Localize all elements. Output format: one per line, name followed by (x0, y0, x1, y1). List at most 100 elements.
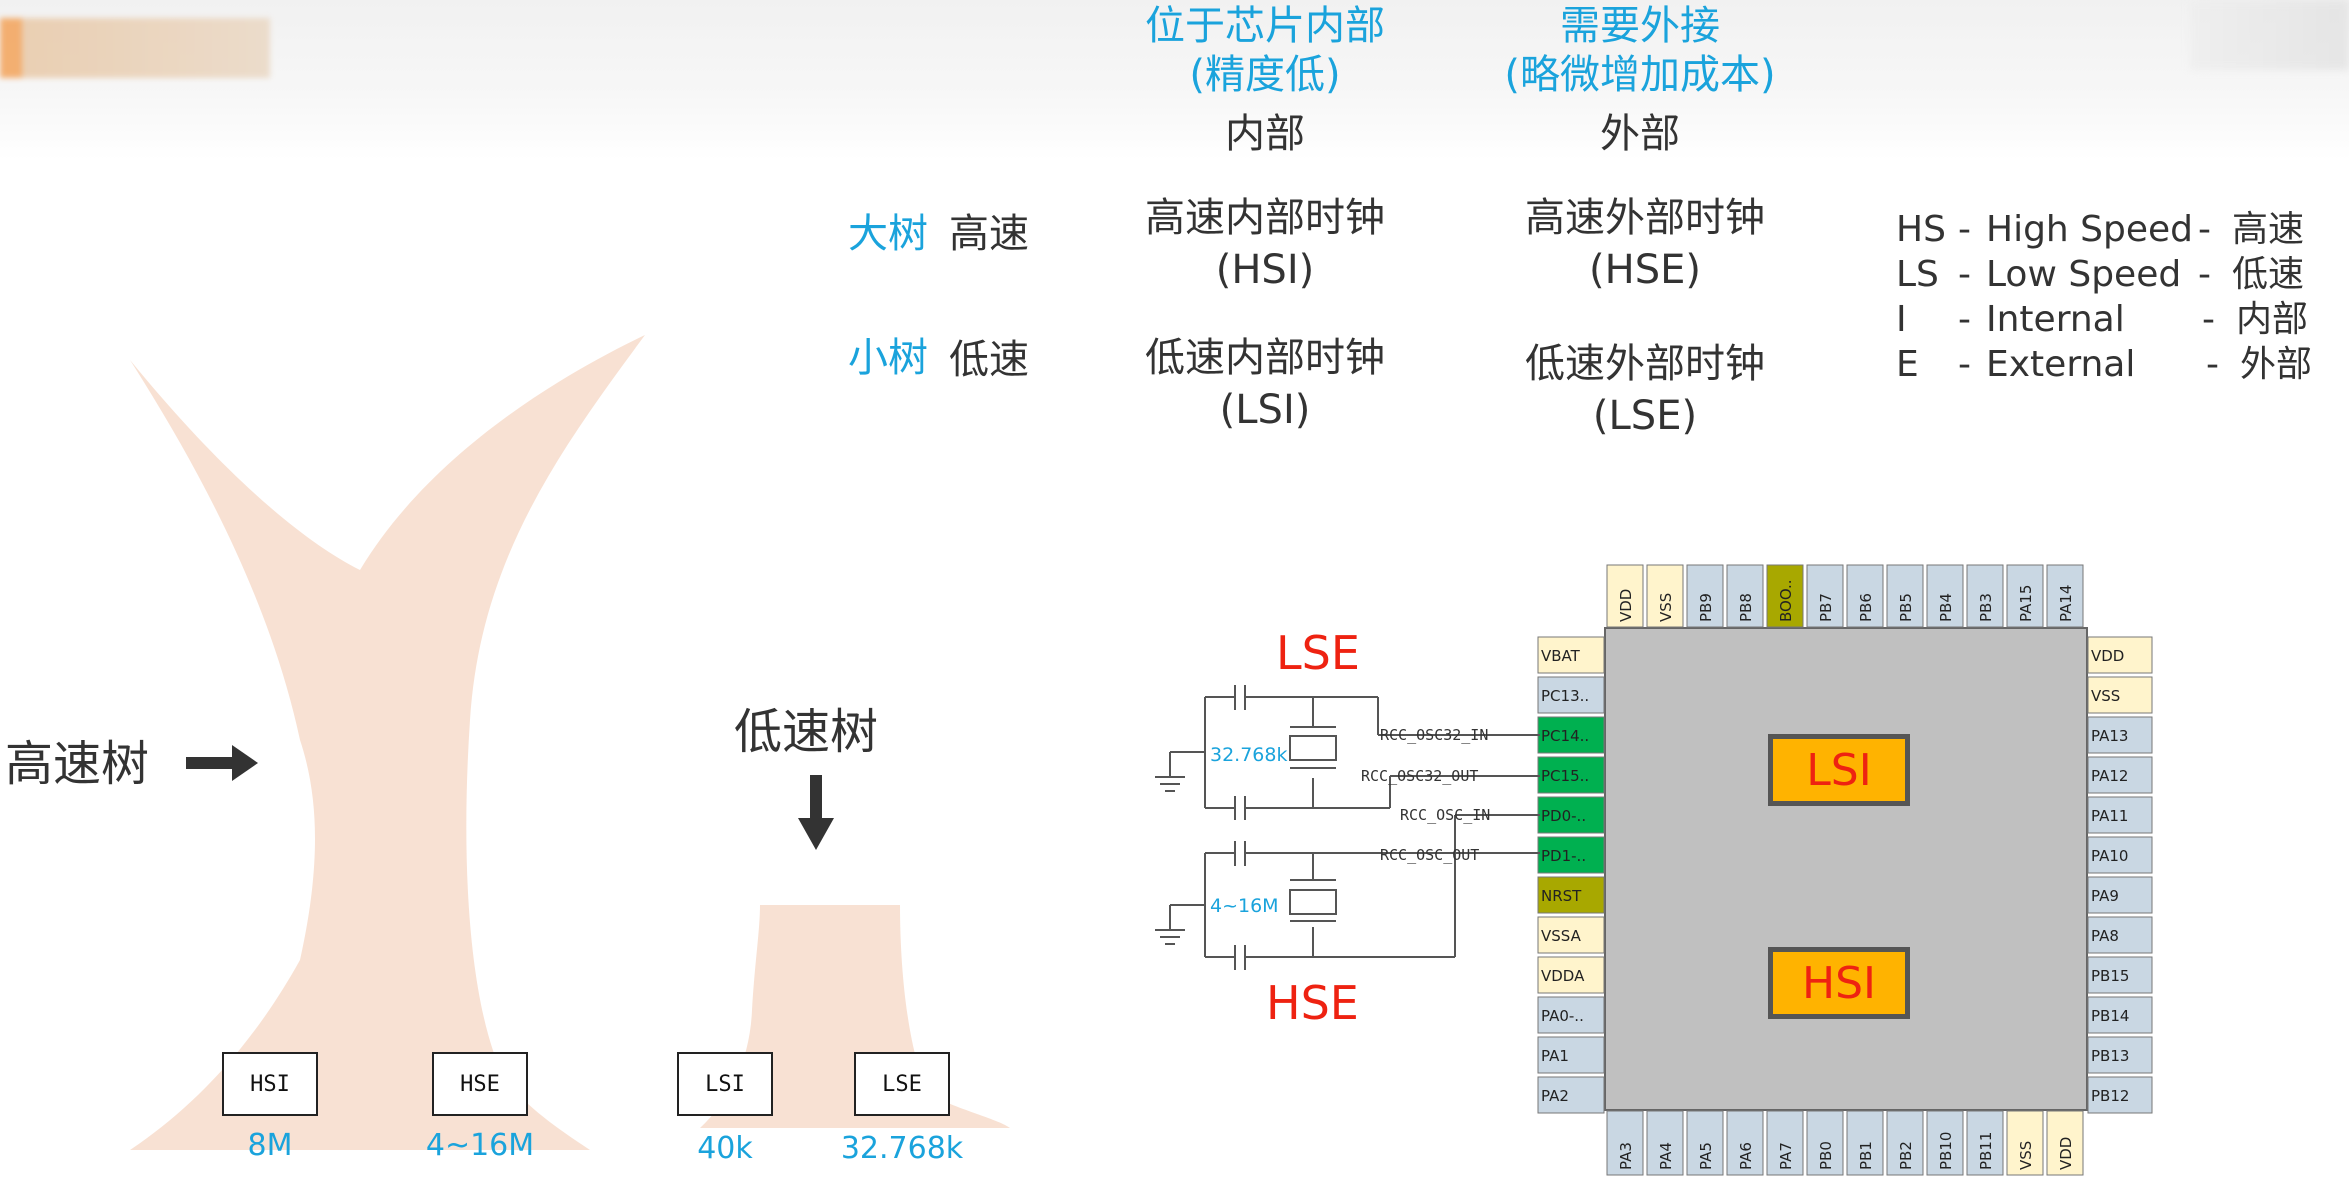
legend-en: High Speed (1986, 209, 2194, 250)
svg-text:PA7: PA7 (1777, 1142, 1795, 1170)
cell-hse-line1: 高速外部时钟 (1525, 195, 1765, 241)
blurred-logo (0, 18, 270, 78)
net-label-osc-in: RCC_OSC_IN (1400, 806, 1490, 824)
pin-pa3: PA3 (1606, 1110, 1644, 1176)
svg-text:PA15: PA15 (2017, 585, 2035, 622)
net-label-osc-out: RCC_OSC_OUT (1380, 846, 1479, 864)
lsi-box: LSI (677, 1052, 773, 1116)
pin-nrst: NRST (1537, 876, 1605, 914)
legend-zh: 内部 (2236, 299, 2309, 340)
pin-pa7: PA7 (1766, 1110, 1804, 1176)
legend-sep: - (1958, 344, 1971, 385)
hse-box: HSE (432, 1052, 528, 1116)
pin-pb10: PB10 (1926, 1110, 1964, 1176)
chip-body (1604, 627, 2088, 1111)
svg-text:PA1: PA1 (1541, 1047, 1569, 1065)
lsi-freq: 40k (697, 1131, 753, 1166)
right-pins: VDDVSSPA13PA12PA11PA10PA9PA8PB15PB14PB13… (2087, 636, 2153, 1114)
svg-text:PB3: PB3 (1977, 593, 1995, 622)
cell-lse-line2: (LSE) (1592, 393, 1698, 439)
pin-pc14: PC14.. (1537, 716, 1605, 754)
big-tree-shape (130, 335, 645, 1150)
legend-zh: 低速 (2232, 254, 2305, 295)
legend-sep2: - (2206, 344, 2219, 385)
cell-lse-line1: 低速外部时钟 (1525, 341, 1765, 387)
svg-text:PB12: PB12 (2091, 1087, 2129, 1105)
cell-hsi-line2: (HSI) (1215, 247, 1315, 293)
pin-pa4: PA4 (1646, 1110, 1684, 1176)
net-label-osc32-out: RCC_OSC32_OUT (1361, 767, 1478, 785)
pin-pb9: PB9 (1686, 564, 1724, 628)
pin-pc13: PC13.. (1537, 676, 1605, 714)
svg-text:VDD: VDD (2057, 1137, 2075, 1170)
svg-text:PB2: PB2 (1897, 1141, 1915, 1170)
svg-text:PB0: PB0 (1817, 1141, 1835, 1170)
svg-text:PA9: PA9 (2091, 887, 2119, 905)
small-tree-arrow (798, 775, 834, 850)
svg-text:PA2: PA2 (1541, 1087, 1569, 1105)
svg-text:PC14..: PC14.. (1541, 727, 1589, 745)
svg-text:PA10: PA10 (2091, 847, 2128, 865)
legend-en: Internal (1986, 299, 2125, 340)
legend-abbr: E (1896, 344, 1919, 385)
col-internal-line2: (精度低) (1189, 52, 1341, 98)
legend-abbr: I (1896, 299, 1907, 340)
svg-text:PA4: PA4 (1657, 1142, 1675, 1170)
col-internal-line1: 位于芯片内部 (1145, 3, 1385, 49)
svg-text:PB13: PB13 (2091, 1047, 2129, 1065)
svg-text:VSSA: VSSA (1541, 927, 1582, 945)
svg-text:VSS: VSS (2091, 687, 2120, 705)
legend-abbr: HS (1896, 209, 1946, 250)
pin-pb14: PB14 (2087, 996, 2153, 1034)
pin-pb2: PB2 (1886, 1110, 1924, 1176)
blurred-watermark (2190, 0, 2349, 70)
svg-text:PA14: PA14 (2057, 585, 2075, 622)
legend-sep2: - (2198, 209, 2211, 250)
svg-text:PB14: PB14 (2091, 1007, 2129, 1025)
pin-pa12: PA12 (2087, 756, 2153, 794)
pin-vss: VSS (2087, 676, 2153, 714)
svg-text:VDD: VDD (1617, 589, 1635, 622)
legend-zh: 外部 (2240, 344, 2313, 385)
legend-en: External (1986, 344, 2136, 385)
pin-boo: BOO.. (1766, 564, 1804, 628)
lse-title: LSE (1276, 626, 1360, 680)
pin-pa9: PA9 (2087, 876, 2153, 914)
row-speed-low: 低速 (949, 337, 1029, 383)
pin-pd1: PD1-.. (1537, 836, 1605, 874)
legend-abbr: LS (1896, 254, 1939, 295)
pin-pb1: PB1 (1846, 1110, 1884, 1176)
legend-sep2: - (2198, 254, 2211, 295)
pin-pb4: PB4 (1926, 564, 1964, 628)
svg-text:PA3: PA3 (1617, 1142, 1635, 1170)
pin-pa8: PA8 (2087, 916, 2153, 954)
chip-hsi-block: HSI (1768, 947, 1910, 1019)
pin-pb8: PB8 (1726, 564, 1764, 628)
chip-lsi-block: LSI (1768, 734, 1910, 806)
svg-text:PA13: PA13 (2091, 727, 2128, 745)
svg-text:VSS: VSS (1657, 593, 1675, 622)
row-speed-high: 高速 (949, 211, 1029, 257)
pin-pd0: PD0-.. (1537, 796, 1605, 834)
lse-crystal-label: 32.768k (1210, 744, 1287, 766)
cell-lsi-line2: (LSI) (1219, 387, 1311, 433)
pin-pa1: PA1 (1537, 1036, 1605, 1074)
svg-text:PA0-..: PA0-.. (1541, 1007, 1584, 1025)
svg-text:PB9: PB9 (1697, 593, 1715, 622)
pin-vdd: VDD (1606, 564, 1644, 628)
svg-text:PC13..: PC13.. (1541, 687, 1589, 705)
legend-sep: - (1958, 254, 1971, 295)
pin-pa6: PA6 (1726, 1110, 1764, 1176)
cell-lsi-line1: 低速内部时钟 (1145, 335, 1385, 381)
pin-vdd: VDD (2046, 1110, 2084, 1176)
hsi-box: HSI (222, 1052, 318, 1116)
col-external-line2: (略微增加成本) (1504, 52, 1776, 98)
legend-sep2: - (2202, 299, 2215, 340)
pin-pb15: PB15 (2087, 956, 2153, 994)
pin-pa5: PA5 (1686, 1110, 1724, 1176)
lse-freq: 32.768k (840, 1131, 964, 1166)
svg-text:PD0-..: PD0-.. (1541, 807, 1586, 825)
svg-text:VDDA: VDDA (1541, 967, 1585, 985)
